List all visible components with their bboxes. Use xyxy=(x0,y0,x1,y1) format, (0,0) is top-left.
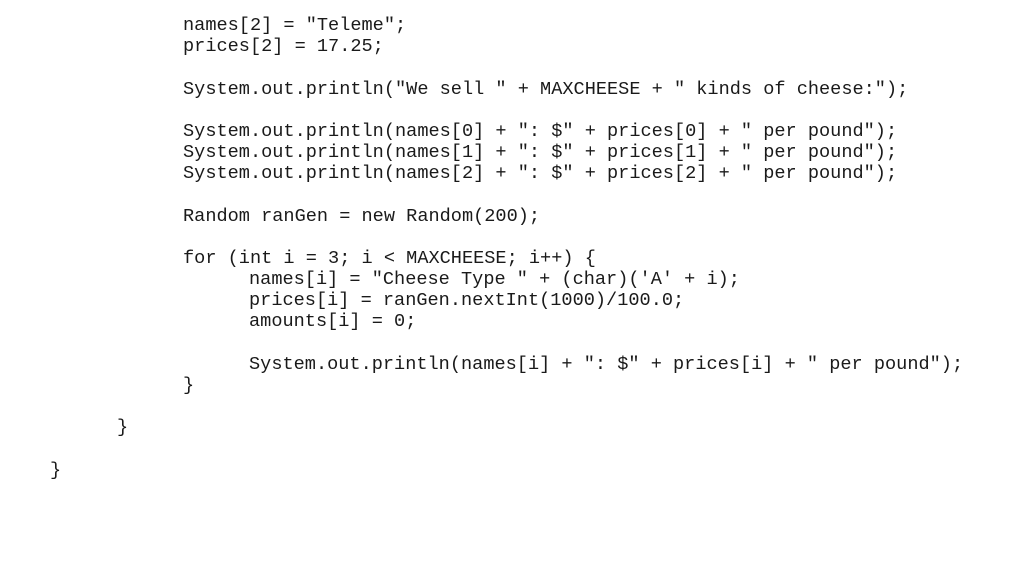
code-line: System.out.println("We sell " + MAXCHEES… xyxy=(183,78,909,100)
code-line: System.out.println(names[1] + ": $" + pr… xyxy=(183,142,898,163)
code-line: amounts[i] = 0; xyxy=(249,311,417,332)
code-line: } xyxy=(50,459,62,481)
code-line: prices[i] = ranGen.nextInt(1000)/100.0; xyxy=(249,290,685,311)
code-line xyxy=(0,396,963,418)
code-line xyxy=(0,184,963,206)
code-line: Random ranGen = new Random(200); xyxy=(183,205,541,227)
code-line: System.out.println(names[0] + ": $" + pr… xyxy=(183,121,898,142)
code-line: for (int i = 3; i < MAXCHEESE; i++) { xyxy=(183,248,596,269)
code-line: } xyxy=(183,374,195,396)
code-line xyxy=(0,57,963,79)
code-line: } xyxy=(117,417,129,438)
code-line xyxy=(0,438,963,460)
code-line: prices[2] = 17.25; xyxy=(183,36,384,57)
code-line xyxy=(0,332,963,354)
code-line: System.out.println(names[2] + ": $" + pr… xyxy=(183,163,898,184)
code-line xyxy=(0,100,963,122)
code-line xyxy=(0,227,963,249)
code-block: names[2] = "Teleme";prices[2] = 17.25; Sy… xyxy=(0,15,963,481)
code-line: names[2] = "Teleme"; xyxy=(183,15,407,36)
code-line: names[i] = "Cheese Type " + (char)('A' +… xyxy=(249,269,740,290)
code-line: System.out.println(names[i] + ": $" + pr… xyxy=(249,353,964,375)
